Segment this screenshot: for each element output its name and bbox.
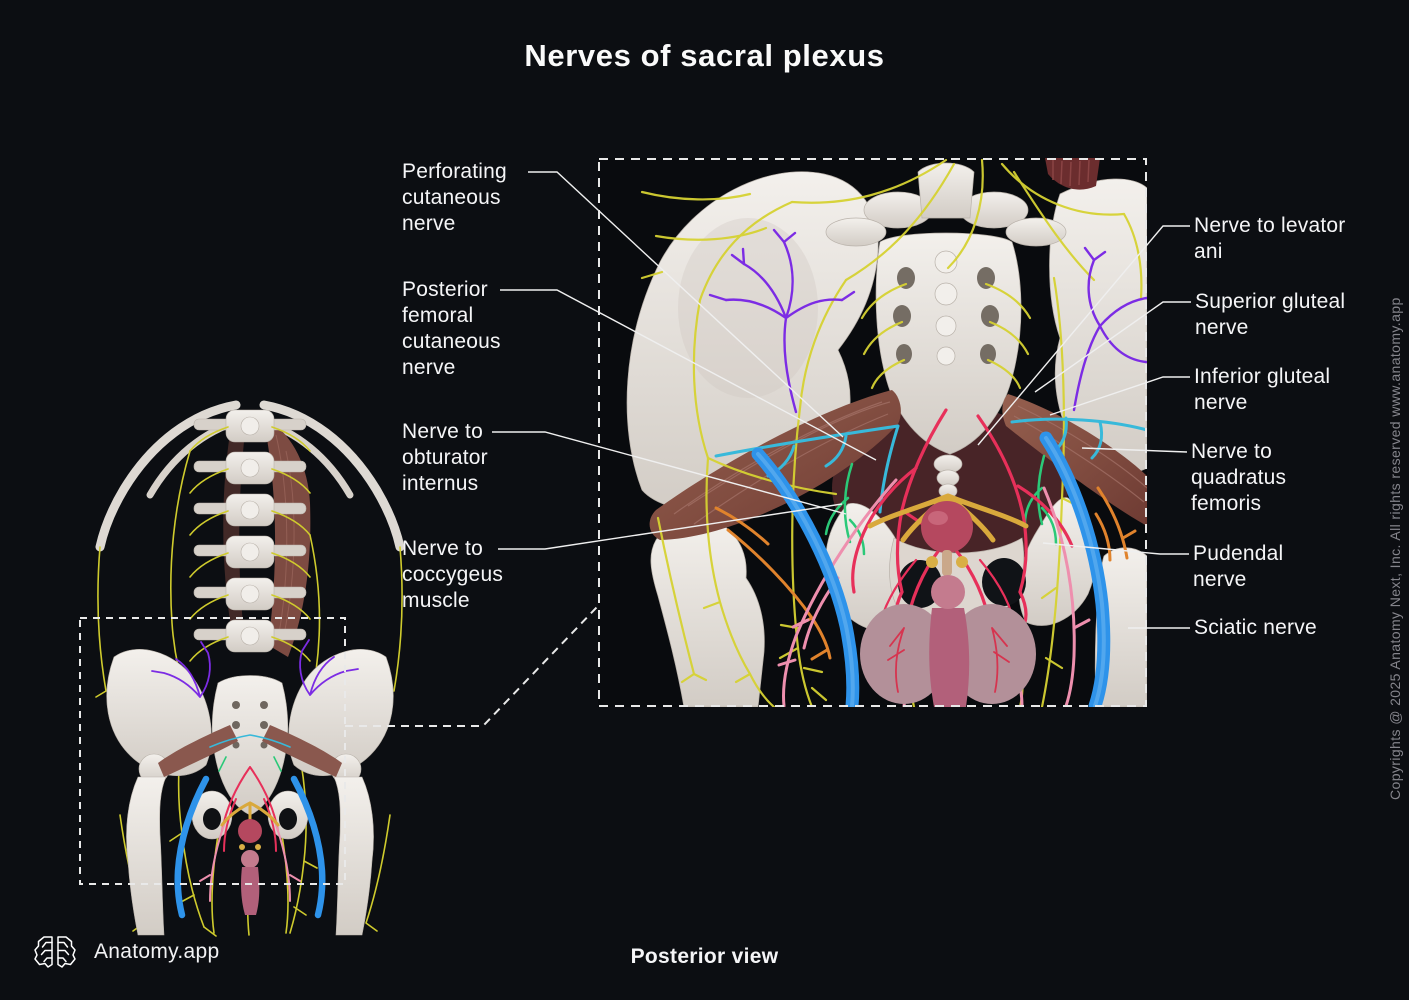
- label-nerve-to-levator-ani: Nerve to levator ani: [1194, 214, 1346, 263]
- overview-purple-nerves: [151, 639, 359, 698]
- view-label: Posterior view: [630, 945, 779, 968]
- overview-figure-illustration: [79, 400, 405, 937]
- brand-name: Anatomy.app: [94, 940, 220, 963]
- label-pudendal-nerve: Pudendal nerve: [1193, 542, 1284, 591]
- label-sciatic-nerve: Sciatic nerve: [1194, 616, 1317, 639]
- detail-organs: [860, 501, 1036, 707]
- zoom-region-rect: [79, 617, 346, 885]
- label-perforating-cutaneous-nerve: Perforating cutaneous nerve: [402, 160, 507, 235]
- overview-small-nerves: [199, 734, 301, 902]
- label-superior-gluteal-nerve: Superior gluteal nerve: [1195, 290, 1346, 339]
- label-nerve-to-obturator-internus: Nerve to obturator internus: [402, 420, 488, 495]
- overview-piriformis: [158, 725, 342, 777]
- page-title: Nerves of sacral plexus: [524, 38, 885, 73]
- overview-organs: [238, 819, 262, 915]
- label-nerve-to-coccygeus-muscle: Nerve to coccygeus muscle: [402, 537, 504, 612]
- overview-pelvis: [106, 649, 394, 936]
- copyright-text: Copyrights @ 2025 Anatomy Next, Inc. All…: [1387, 297, 1403, 800]
- brand-lockup: Anatomy.app: [32, 934, 220, 970]
- overview-spine: [193, 409, 307, 653]
- label-inferior-gluteal-nerve: Inferior gluteal nerve: [1194, 365, 1331, 414]
- detail-figure-illustration: [598, 158, 1147, 707]
- overview-sciatic-nerves: [174, 775, 326, 919]
- brain-icon: [34, 936, 76, 968]
- label-posterior-femoral-cutaneous-nerve: Posterior femoral cutaneous nerve: [402, 278, 501, 379]
- label-nerve-to-quadratus-femoris: Nerve to quadratus femoris: [1191, 440, 1287, 515]
